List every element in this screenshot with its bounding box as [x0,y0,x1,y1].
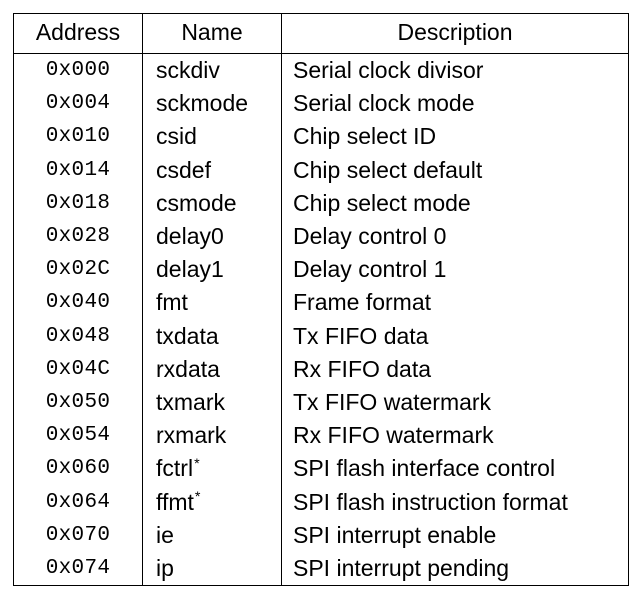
cell-description: SPI flash interface control [293,455,556,482]
cell-description: Rx FIFO data [293,355,432,382]
register-name-text: rxmark [156,422,227,449]
cell-name: ip [142,551,282,586]
table-row: 0x018 csmode Chip select mode [13,186,629,220]
table-row: 0x074 ip SPI interrupt pending [13,551,629,586]
cell-description: Chip select ID [293,123,437,150]
cell-address: 0x02C [13,253,143,287]
register-name-text: txdata [156,322,219,349]
register-name-text: rxdata [156,355,220,382]
cell-address: 0x014 [13,153,143,187]
column-header-description: Description [281,13,629,54]
cell-description: Serial clock mode [293,90,475,117]
cell-name: rxdata [142,352,282,386]
cell-name: csid [142,120,282,154]
table-row: 0x050 txmark Tx FIFO watermark [13,385,629,420]
register-name-text: sckdiv [156,57,220,84]
column-header-name: Name [142,13,282,54]
cell-name: delay0 [142,219,282,254]
table-row: 0x054 rxmark Rx FIFO watermark [13,419,629,453]
table-header-row: Address Name Description [13,13,629,54]
cell-address: 0x054 [13,419,143,453]
table-row: 0x02C delay1 Delay control 1 [13,253,629,287]
cell-address: 0x018 [13,186,143,220]
column-header-address: Address [13,13,143,54]
cell-address: 0x074 [13,551,143,586]
register-name-text: csid [156,123,197,150]
cell-description: Rx FIFO watermark [293,422,494,449]
cell-address: 0x070 [13,518,143,552]
cell-address: 0x064 [13,485,143,519]
cell-description: SPI interrupt enable [293,521,497,548]
register-name-text: ffmt [156,488,194,515]
table-body: 0x000 sckdiv Serial clock divisor 0x004 sckm… [13,53,629,586]
register-name-text: fctrl [156,455,194,482]
cell-address: 0x028 [13,219,143,254]
table-row: 0x028 delay0 Delay control 0 [13,219,629,254]
cell-name: txdata [142,319,282,353]
cell-name: fctrl* [142,452,282,486]
cell-name: delay1 [142,253,282,287]
cell-name: csmode [142,186,282,220]
cell-description: SPI flash instruction format [293,488,568,515]
cell-description: Tx FIFO watermark [293,388,492,415]
table-header: Address Name Description [13,13,629,54]
register-name-text: fmt [156,289,188,316]
register-name-text: ip [156,554,174,581]
cell-address: 0x048 [13,319,143,353]
register-name-text: txmark [156,388,225,415]
cell-name: rxmark [142,419,282,453]
cell-address: 0x050 [13,385,143,420]
table-row: 0x048 txdata Tx FIFO data [13,319,629,353]
table-row: 0x040 fmt Frame format [13,286,629,320]
cell-address: 0x010 [13,120,143,154]
cell-name: txmark [142,385,282,420]
cell-name: ffmt* [142,485,282,519]
register-name-text: delay1 [156,256,224,283]
cell-description: Delay control 1 [293,256,447,283]
register-name-text: csmode [156,189,237,216]
cell-address: 0x040 [13,286,143,320]
cell-name: csdef [142,153,282,187]
cell-address: 0x004 [13,87,143,121]
cell-description: Tx FIFO data [293,322,429,349]
footnote-marker-icon: * [194,455,200,472]
cell-description: Frame format [293,289,432,316]
cell-name: sckmode [142,87,282,121]
cell-name: fmt [142,286,282,320]
cell-description: Serial clock divisor [293,57,484,84]
cell-description: Chip select mode [293,189,471,216]
cell-name: ie [142,518,282,552]
table-row: 0x014 csdef Chip select default [13,153,629,187]
register-name-text: ie [156,521,174,548]
footnote-marker-icon: * [194,488,201,505]
register-name-text: sckmode [156,90,249,117]
register-name-text: delay0 [156,223,224,250]
table-row: 0x010 csid Chip select ID [13,120,629,154]
cell-description: Delay control 0 [293,223,447,250]
cell-name: sckdiv [142,53,282,88]
table-row: 0x000 sckdiv Serial clock divisor [13,53,629,88]
table-row: 0x004 sckmode Serial clock mode [13,87,629,121]
cell-address: 0x060 [13,452,143,486]
table-row: 0x070 ie SPI interrupt enable [13,518,629,552]
cell-description: Chip select default [293,156,483,183]
cell-address: 0x04C [13,352,143,386]
cell-address: 0x000 [13,53,143,88]
table-row: 0x04C rxdata Rx FIFO data [13,352,629,386]
cell-description: SPI interrupt pending [293,554,510,581]
register-name-text: csdef [156,156,211,183]
